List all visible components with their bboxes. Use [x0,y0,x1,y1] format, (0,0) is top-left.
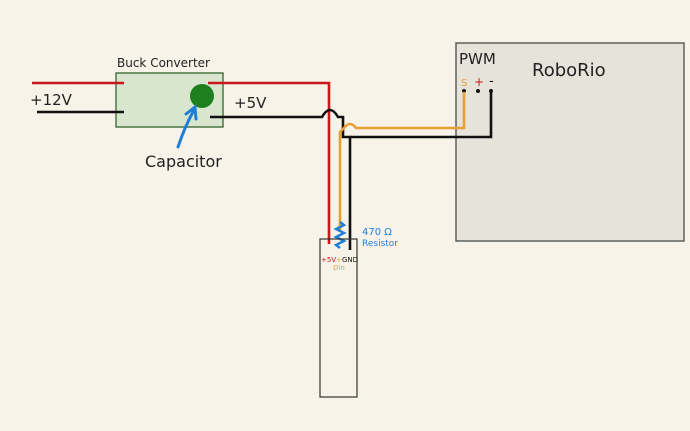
roborio-ground-wire [350,92,493,139]
pwm-pin-plus: + [474,75,484,89]
resistor-label: Resistor [362,239,398,249]
led-strip-box [319,238,358,398]
output-red-wire [208,81,331,244]
resistor-symbol [333,221,347,249]
capacitor-arrow-icon [176,104,198,149]
pwm-dot-plus [476,89,480,93]
output-black-wire [210,108,352,250]
pwm-pin-signal: S [461,78,467,89]
pwm-pin-minus: - [489,74,494,89]
pwm-label: PWM [459,50,496,68]
led-pin-5v: +5V [321,256,336,264]
capacitor-label: Capacitor [145,152,222,171]
capacitor-symbol [190,84,214,108]
output-voltage-label: +5V [234,94,267,112]
input-voltage-label: +12V [30,91,73,109]
pwm-signal-wire [338,92,466,232]
resistor-value: 470 Ω [362,227,392,238]
led-pin-din: Din [333,264,345,272]
roborio-title: RoboRio [532,60,606,81]
roborio-box [455,42,685,242]
buck-converter-label: Buck Converter [117,56,210,70]
led-pin-plus: + [336,256,342,264]
led-pin-gnd: GND [342,256,358,264]
